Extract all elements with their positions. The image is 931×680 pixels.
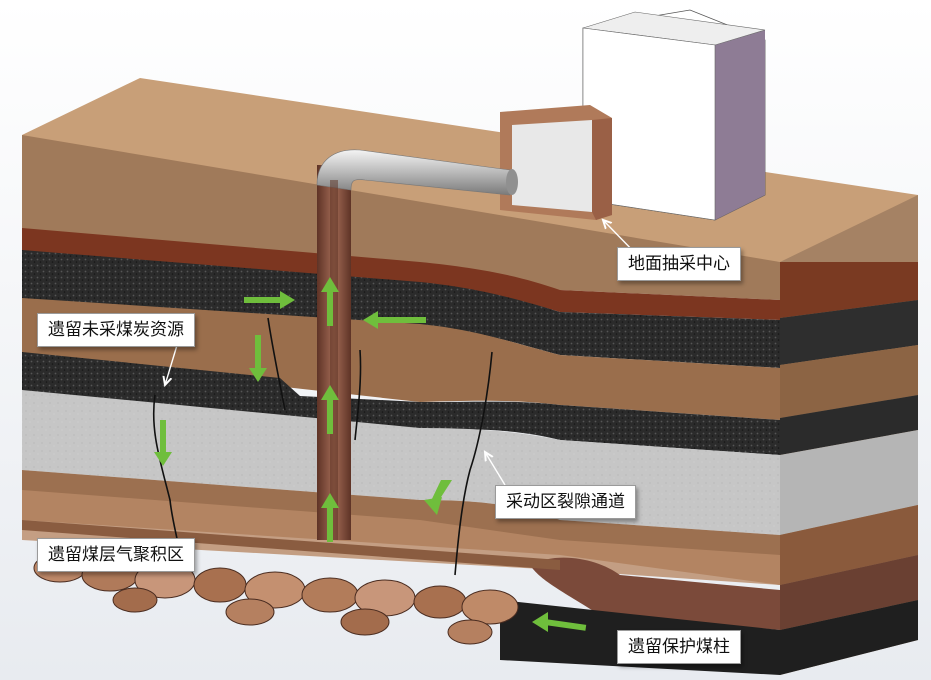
flow-arrow-icon	[321, 385, 339, 434]
flow-arrow-icon	[249, 335, 267, 382]
flow-arrows	[154, 277, 587, 632]
flow-arrow-icon	[321, 493, 339, 542]
leader-arrow-icon	[485, 452, 506, 486]
extraction-pipe	[316, 149, 518, 540]
block-right-face	[780, 195, 918, 675]
fracture-lines	[152, 317, 493, 576]
flow-arrow-icon	[321, 277, 339, 326]
flow-arrow-icon	[244, 291, 295, 309]
flow-arrow-icon	[363, 311, 426, 329]
flow-arrow-icon	[532, 612, 587, 632]
label-fracture-channel: 采动区裂隙通道	[495, 485, 636, 519]
label-ground-station: 地面抽采中心	[617, 247, 741, 281]
leader-arrow-icon	[165, 341, 179, 385]
label-protective-pillar: 遗留保护煤柱	[617, 630, 741, 664]
flow-arrow-icon	[154, 420, 172, 466]
ground-station	[500, 9, 766, 221]
label-gas-accumulation: 遗留煤层气聚积区	[37, 538, 195, 572]
label-residual-coal: 遗留未采煤炭资源	[37, 313, 195, 347]
flow-arrow-icon	[424, 480, 452, 515]
